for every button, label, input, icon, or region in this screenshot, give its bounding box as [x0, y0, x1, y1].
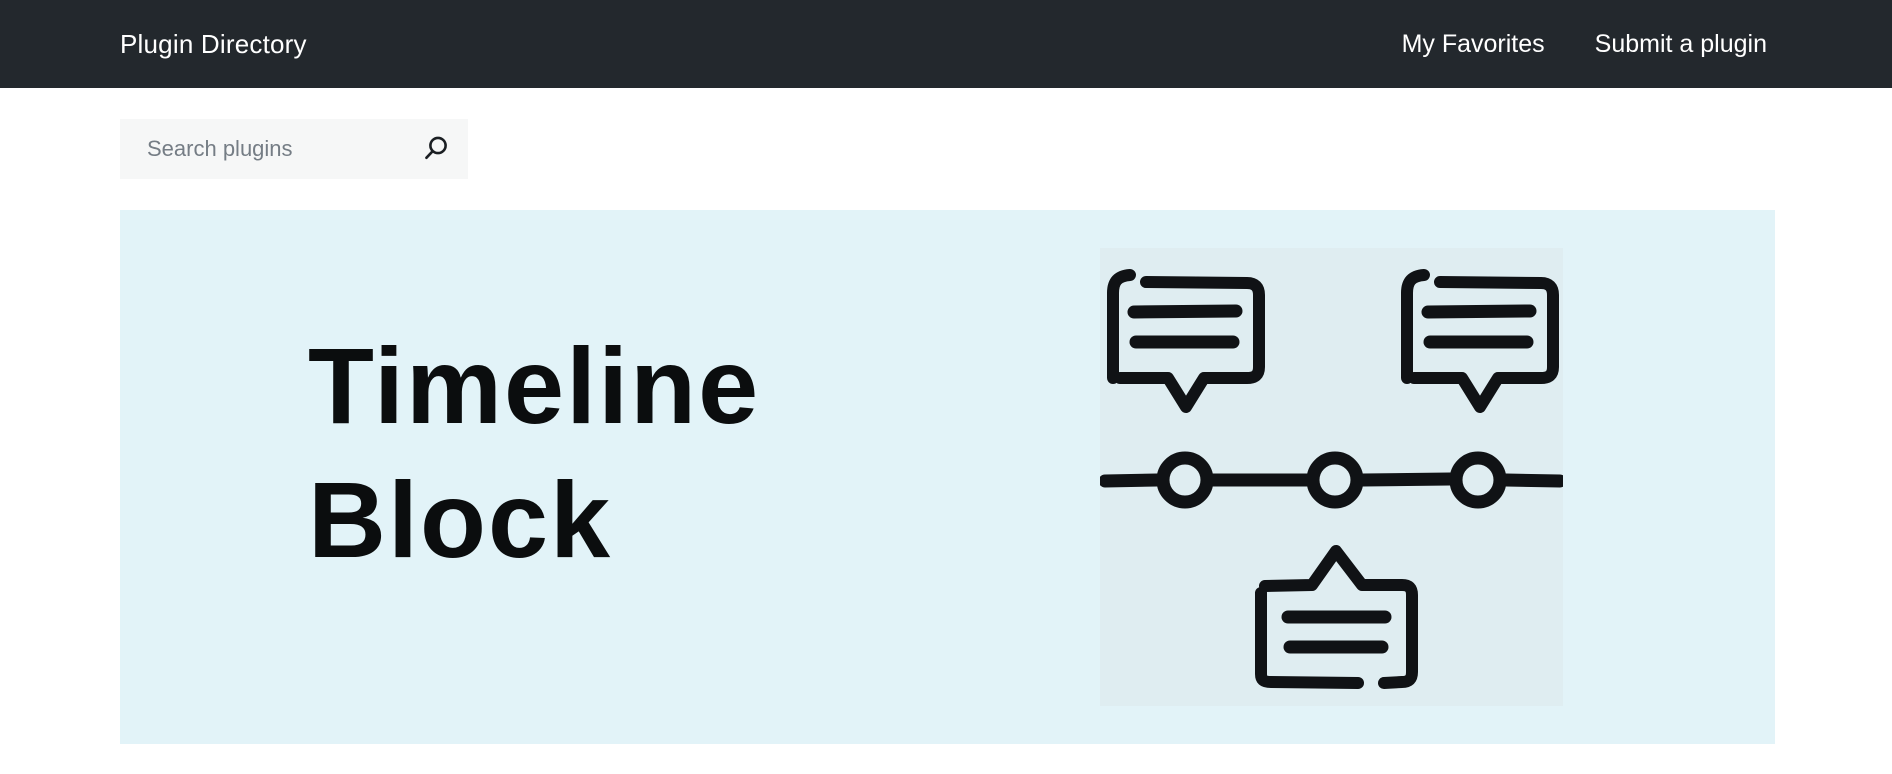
- comment-bubble-top-left: [1113, 275, 1259, 407]
- timeline-with-comment-bubbles-illustration: [1100, 248, 1563, 689]
- nav-link-my-favorites[interactable]: My Favorites: [1401, 29, 1545, 58]
- site-header: Plugin Directory My Favorites Submit a p…: [0, 0, 1892, 88]
- site-title-link[interactable]: Plugin Directory: [120, 28, 307, 59]
- magnifier-icon: [425, 136, 447, 160]
- timeline-illustration-area: [1100, 248, 1563, 706]
- comment-bubble-top-right: [1407, 275, 1553, 407]
- search-button[interactable]: [414, 127, 458, 171]
- nav-link-submit-a-plugin[interactable]: Submit a plugin: [1594, 29, 1767, 58]
- search-input[interactable]: [120, 119, 468, 179]
- main-content: Timeline Block: [0, 119, 1892, 744]
- timeline-node-1: [1156, 451, 1214, 509]
- plugin-banner: Timeline Block: [120, 210, 1775, 744]
- banner-title: Timeline Block: [308, 319, 760, 587]
- timeline-axis: [1100, 451, 1563, 509]
- header-nav: My Favorites Submit a plugin: [1402, 30, 1767, 59]
- banner-title-line1: Timeline: [308, 325, 761, 446]
- comment-bubble-bottom: [1255, 545, 1418, 689]
- plugin-search-form: [120, 119, 468, 179]
- timeline-node-3: [1449, 451, 1507, 509]
- banner-title-line2: Block: [308, 459, 613, 580]
- timeline-node-2: [1306, 451, 1364, 509]
